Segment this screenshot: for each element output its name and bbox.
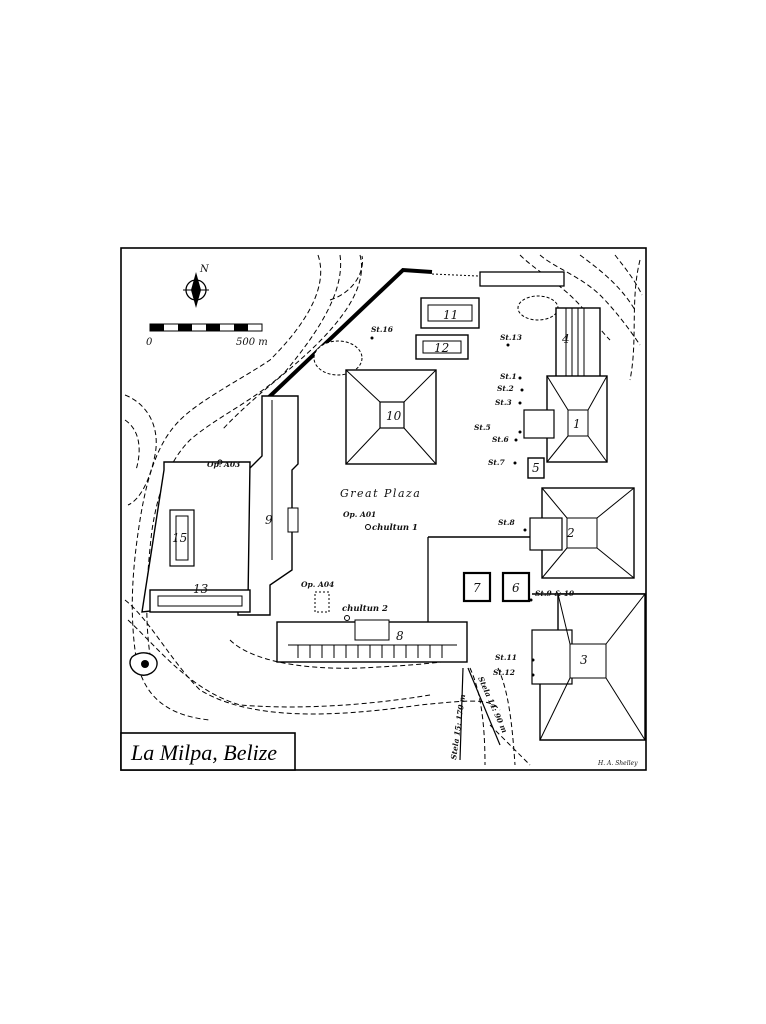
structure-8: 8 xyxy=(276,619,468,663)
stela-label: St.9 & 10 xyxy=(535,589,575,598)
structure-11: 11 xyxy=(420,297,480,329)
op-a04-area xyxy=(314,591,330,613)
scale-start: 0 xyxy=(146,337,153,348)
stela-label: St.6 xyxy=(492,435,509,444)
scale-end: 500 m xyxy=(236,337,268,348)
structure-blob xyxy=(129,652,158,676)
structure-10: 10 xyxy=(345,369,437,465)
svg-text:12: 12 xyxy=(434,341,449,355)
stela-label: St.13 xyxy=(500,333,522,342)
stela-label: St.7 xyxy=(488,458,505,467)
op-a01-label: Op. A01 xyxy=(343,510,376,519)
stela-label: St.8 xyxy=(498,518,515,527)
svg-text:5: 5 xyxy=(532,461,540,475)
structure-3: 3 xyxy=(531,593,646,741)
great-plaza-label: Great Plaza xyxy=(340,487,421,500)
title-box: La Milpa, Belize xyxy=(120,732,296,771)
structure-12: 12 xyxy=(415,334,469,360)
svg-text:11: 11 xyxy=(443,308,458,322)
structure-4: 4 xyxy=(555,307,601,381)
op-a04-label: Op. A04 xyxy=(301,580,334,589)
structure-1: 1 xyxy=(523,375,608,463)
north-arrow: N xyxy=(183,264,210,308)
svg-text:3: 3 xyxy=(580,653,588,667)
structure-2: 2 xyxy=(529,487,635,579)
stela-label: St.5 xyxy=(474,423,491,432)
op-a03-label: Op. A03 xyxy=(207,460,240,469)
cartographer-credit: H. A. Shelley xyxy=(597,760,638,767)
svg-text:15: 15 xyxy=(172,531,187,545)
stela-markers xyxy=(217,336,535,677)
structure-6: 6 xyxy=(501,571,531,603)
structure-label: 10 xyxy=(386,409,402,423)
svg-text:8: 8 xyxy=(396,629,404,643)
stela-label: St.16 xyxy=(371,325,394,334)
structure-5: 5 xyxy=(527,457,545,479)
stela-label: St.2 xyxy=(497,384,514,393)
aguadas xyxy=(313,295,559,376)
stela-label: St.3 xyxy=(495,398,512,407)
svg-text:7: 7 xyxy=(473,581,481,595)
structure-7: 7 xyxy=(462,571,492,603)
svg-text:6: 6 xyxy=(512,581,520,595)
svg-text:9: 9 xyxy=(265,513,273,527)
path-to-stela-15 xyxy=(459,667,464,761)
structure-13: 13 xyxy=(149,582,251,613)
chultun-1-label: chultun 1 xyxy=(372,523,418,533)
stela-label: St.12 xyxy=(493,668,515,677)
map-title: La Milpa, Belize xyxy=(130,740,277,765)
stela-label: St.11 xyxy=(495,653,517,662)
svg-text:4: 4 xyxy=(561,332,570,346)
svg-text:2: 2 xyxy=(566,526,575,540)
svg-text:13: 13 xyxy=(193,582,209,596)
scale-bar: 0 500 m xyxy=(146,323,268,348)
stela-label: St.1 xyxy=(500,372,517,381)
chultun-2-label: chultun 2 xyxy=(342,604,388,614)
north-label: N xyxy=(199,264,210,275)
svg-text:1: 1 xyxy=(573,417,581,431)
path-to-stela-14 xyxy=(467,667,501,746)
structure-15: 15 xyxy=(141,461,251,613)
